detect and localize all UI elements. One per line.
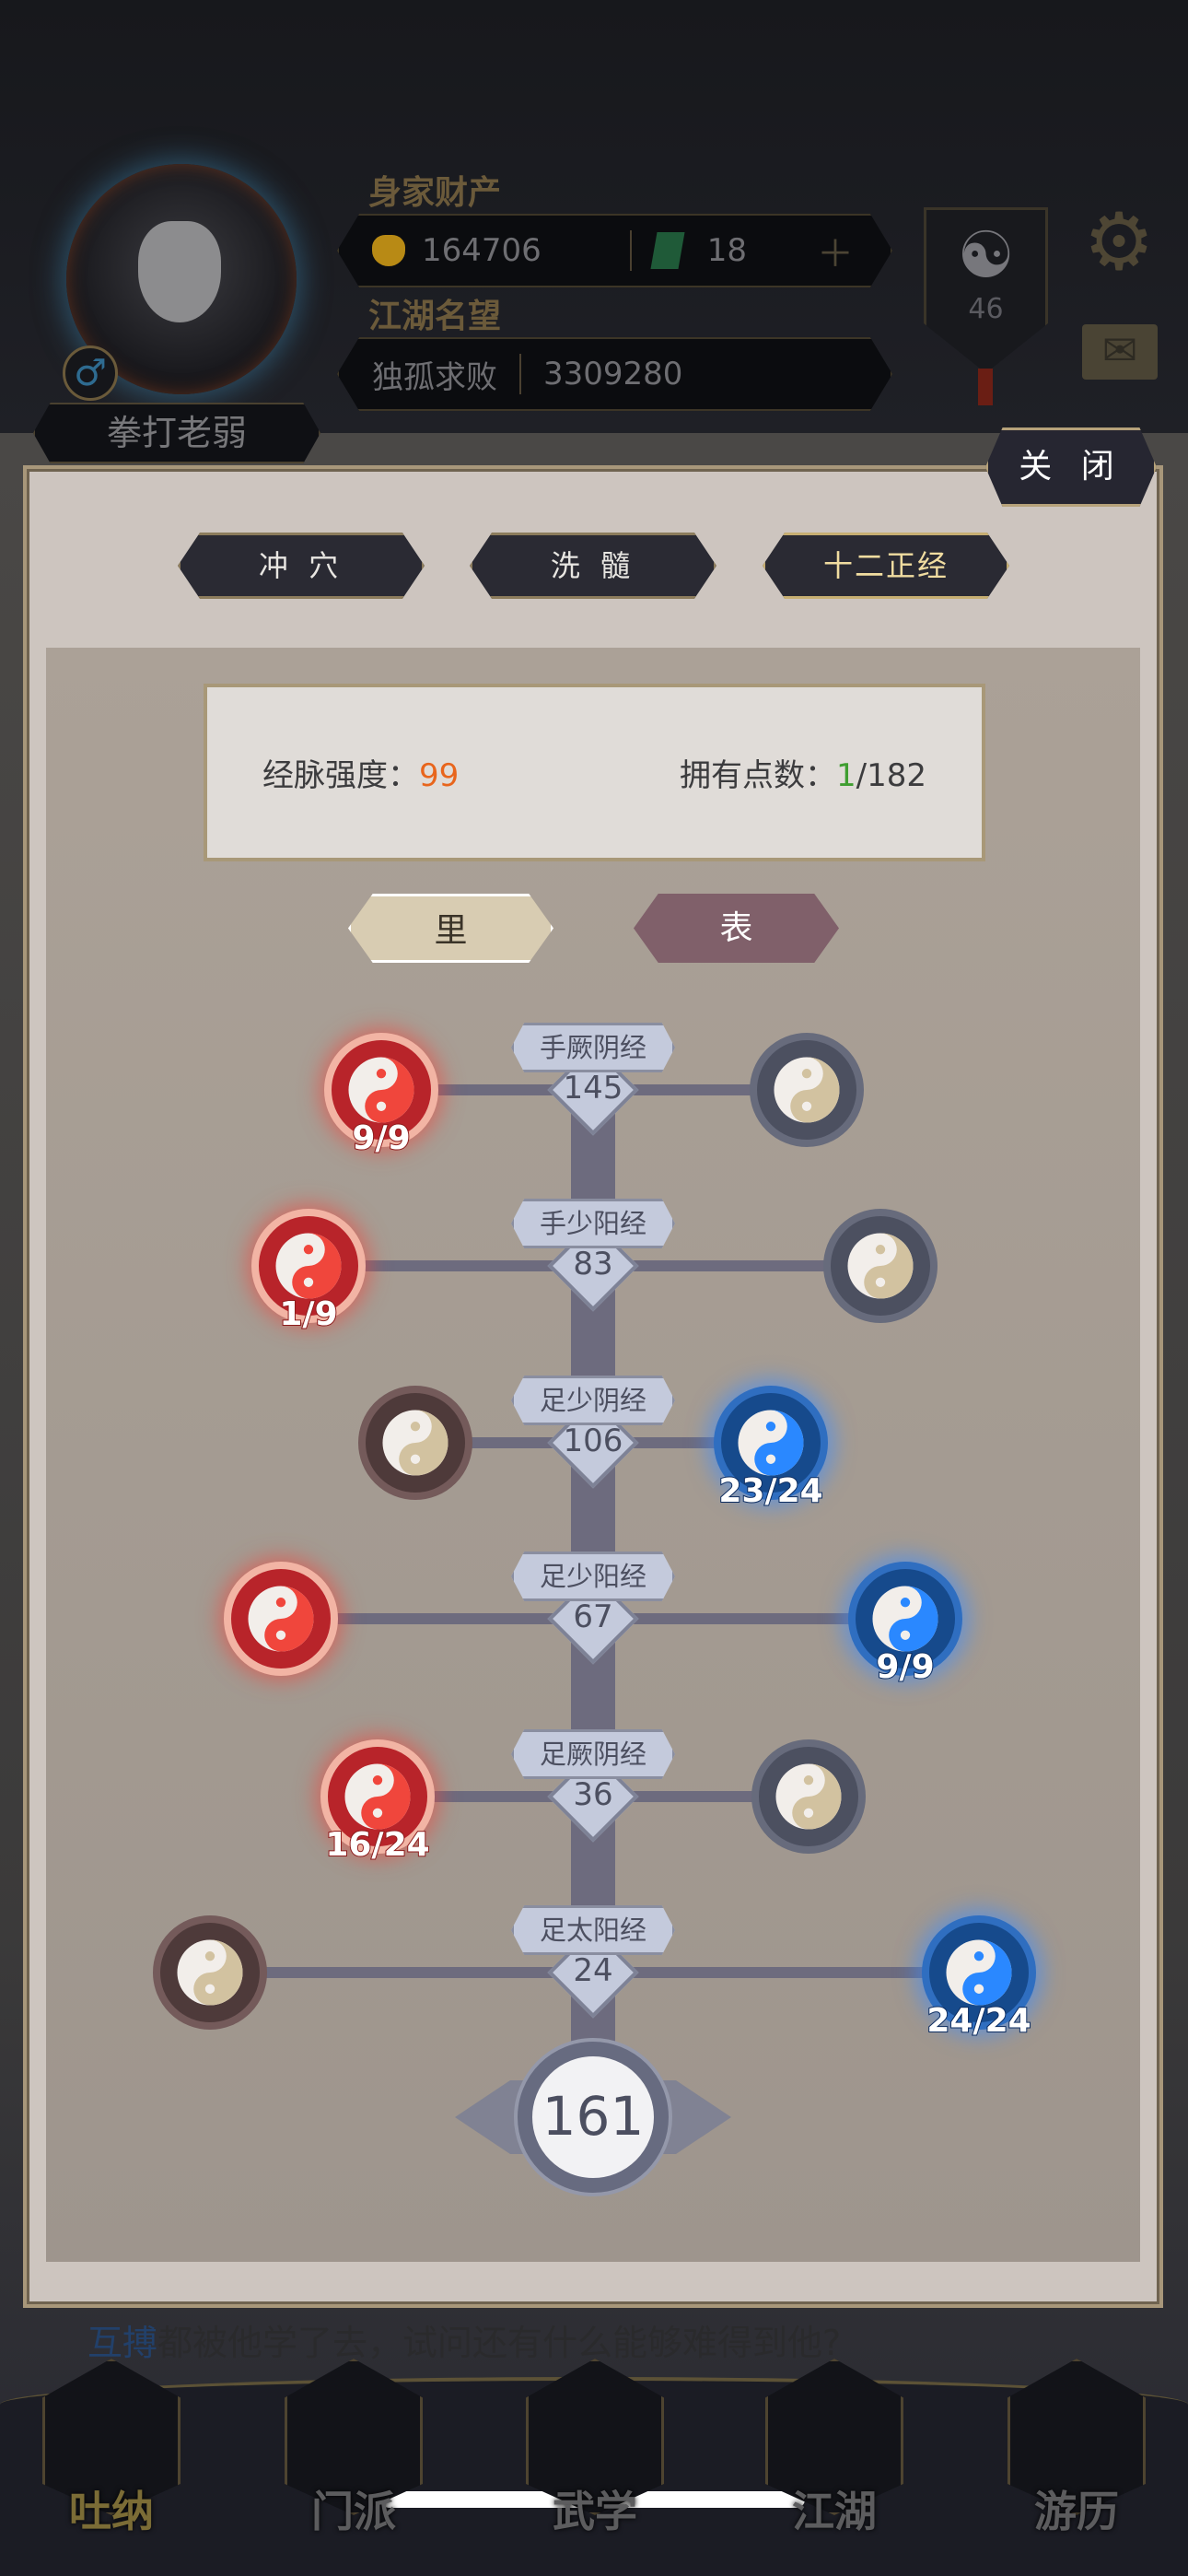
acupoint-progress: 9/9 <box>351 1118 411 1158</box>
meridian-level: 67 <box>573 1598 613 1635</box>
nav-item-0[interactable]: 吐纳 <box>38 2359 185 2570</box>
meridian-name: 手少阳经 <box>511 1199 675 1248</box>
meridian-name: 手厥阴经 <box>511 1023 675 1072</box>
meridian-strength: 经脉强度：99 <box>262 757 460 794</box>
acupoint-node-gray[interactable] <box>750 1033 864 1147</box>
acupoint-node-red[interactable] <box>224 1562 338 1676</box>
meridian-level: 24 <box>573 1952 613 1989</box>
yin-yang-icon: ☯ <box>957 217 1015 293</box>
tab-chongxue[interactable]: 冲 穴 <box>178 533 425 599</box>
acupoint-node-gray[interactable] <box>823 1209 938 1323</box>
meridian-name: 足太阳经 <box>511 1905 675 1955</box>
nav-item-2[interactable]: 武学 <box>521 2359 669 2570</box>
meridian-level: 145 <box>563 1070 623 1107</box>
wealth-bar: 164706 18 ＋ <box>337 214 892 287</box>
nav-label: 游历 <box>1034 2487 1119 2536</box>
nav-item-3[interactable]: 江湖 <box>761 2359 908 2570</box>
nav-item-1[interactable]: 门派 <box>280 2359 427 2570</box>
meridian-name: 足少阳经 <box>511 1551 675 1601</box>
close-button[interactable]: 关 闭 <box>985 427 1157 507</box>
level-value: 46 <box>968 293 1004 325</box>
fame-label: 江湖名望 <box>368 298 502 335</box>
jade-icon <box>650 232 685 269</box>
fame-title: 独孤求败 <box>372 358 497 396</box>
gold-ingot-icon <box>372 235 405 266</box>
acupoint-node-gray[interactable] <box>751 1739 866 1854</box>
acupoint-node-red[interactable] <box>324 1033 438 1147</box>
acupoint-progress: 23/24 <box>717 1471 823 1511</box>
acupoint-progress: 24/24 <box>926 2001 1031 2041</box>
meridian-level: 106 <box>563 1423 623 1459</box>
nav-label: 江湖 <box>792 2487 877 2536</box>
inner-side-button[interactable]: 里 <box>348 894 553 963</box>
nav-label: 武学 <box>553 2487 637 2536</box>
fame-value: 3309280 <box>543 356 683 392</box>
total-medallion: 161 <box>518 2042 669 2193</box>
meridian-name: 足少阴经 <box>511 1376 675 1425</box>
acupoint-node-blue[interactable] <box>714 1386 828 1500</box>
stats-box: 经脉强度：99 拥有点数：1/182 <box>204 684 985 861</box>
add-currency-button[interactable]: ＋ <box>817 233 854 275</box>
outer-side-button[interactable]: 表 <box>634 894 839 963</box>
acupoint-node-brown[interactable] <box>153 1915 267 2030</box>
nav-item-4[interactable]: 游历 <box>1003 2359 1150 2570</box>
fame-bar: 独孤求败 3309280 <box>337 337 892 411</box>
gear-icon[interactable]: ⚙ <box>1083 196 1155 288</box>
meridian-level: 36 <box>573 1776 613 1813</box>
player-title: 拳打老弱 <box>33 403 320 463</box>
male-icon: ♂ <box>63 345 118 401</box>
tassel-decoration <box>978 369 993 405</box>
acupoint-node-brown[interactable] <box>358 1386 472 1500</box>
tab-twelve-meridians[interactable]: 十二正经 <box>763 533 1009 599</box>
jade-amount: 18 <box>706 232 748 269</box>
acupoint-progress: 16/24 <box>324 1825 430 1865</box>
acupoint-node-red[interactable] <box>251 1209 366 1323</box>
nav-label: 吐纳 <box>69 2487 154 2536</box>
points-owned: 拥有点数：1/182 <box>680 757 926 794</box>
tab-xisui[interactable]: 洗 髓 <box>470 533 716 599</box>
gold-amount: 164706 <box>422 232 542 269</box>
avatar-mask <box>138 221 221 322</box>
mail-icon[interactable]: ✉ <box>1082 324 1158 380</box>
acupoint-node-blue[interactable] <box>848 1562 962 1676</box>
meridian-level: 83 <box>573 1246 613 1282</box>
acupoint-progress: 9/9 <box>875 1647 935 1687</box>
acupoint-node-red[interactable] <box>320 1739 435 1854</box>
nav-label: 门派 <box>311 2487 396 2536</box>
wealth-label: 身家财产 <box>368 174 502 212</box>
story-highlight: 互搏 <box>87 2323 158 2363</box>
story-body: 都被他学了去，试问还有什么能够难得到他? <box>157 2323 842 2363</box>
story-text: 互搏都被他学了去，试问还有什么能够难得到他? <box>87 2314 841 2365</box>
meridian-name: 足厥阴经 <box>511 1729 675 1779</box>
acupoint-progress: 1/9 <box>278 1294 338 1334</box>
acupoint-node-blue[interactable] <box>922 1915 1036 2030</box>
